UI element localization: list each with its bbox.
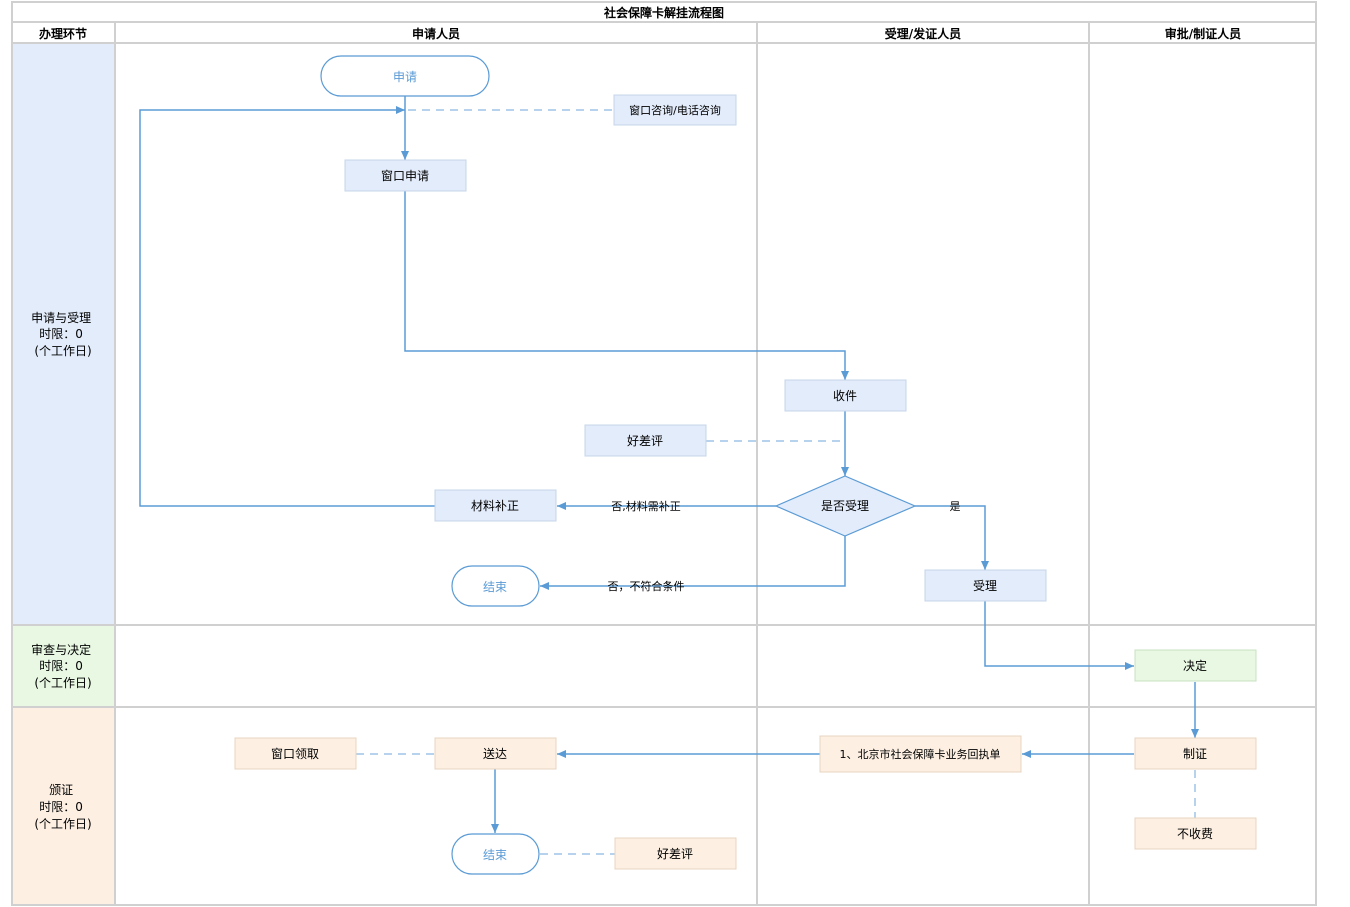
node-decision-label: 是否受理 — [821, 499, 869, 513]
node-accept[interactable]: 受理 — [924, 569, 1047, 602]
node-window-apply-label: 窗口申请 — [381, 169, 429, 183]
phase-apply-unit: (个工作日) — [34, 344, 91, 358]
node-decision[interactable]: 是否受理 — [774, 475, 917, 537]
node-receive[interactable]: 收件 — [784, 379, 907, 412]
column-header-applicant: 申请人员 — [412, 26, 460, 41]
column-header-approver: 审批/制证人员 — [1165, 26, 1241, 41]
node-end2-label: 结束 — [483, 848, 507, 862]
node-rating2[interactable]: 好差评 — [614, 837, 737, 870]
node-receive-label: 收件 — [833, 389, 857, 403]
node-supplement-label: 材料补正 — [471, 499, 519, 513]
phase-issue-time: 时限：0 — [39, 800, 83, 814]
edge-window-apply-to-receive — [404, 191, 849, 380]
phase-apply-label: 申请与受理 时限：0 (个工作日) — [31, 311, 95, 358]
phase-issue-label: 颁证 时限：0 (个工作日) — [34, 782, 91, 831]
node-make-cert-label: 制证 — [1183, 747, 1207, 761]
node-deliver-label: 送达 — [483, 746, 507, 761]
node-window-pickup-label: 窗口领取 — [271, 747, 319, 761]
node-start-label: 申请 — [393, 70, 417, 84]
node-deliver[interactable]: 送达 — [434, 737, 557, 770]
node-receipt[interactable]: 1、北京市社会保障卡业务回执单 — [819, 735, 1022, 773]
edge-label-no-supplement: 否,材料需补正 — [611, 499, 681, 513]
phase-review-unit: (个工作日) — [34, 676, 91, 690]
phase-review-label: 审查与决定 时限：0 (个工作日) — [31, 642, 95, 690]
node-make-cert[interactable]: 制证 — [1134, 737, 1257, 770]
node-rating1-label: 好差评 — [627, 434, 663, 448]
edge-label-yes: 是 — [950, 500, 961, 513]
node-window-pickup[interactable]: 窗口领取 — [234, 737, 357, 770]
node-no-fee[interactable]: 不收费 — [1134, 817, 1257, 850]
node-decide-label: 决定 — [1183, 658, 1207, 673]
node-end2[interactable]: 结束 — [451, 833, 540, 875]
phase-review-time: 时限：0 — [39, 659, 83, 673]
node-end1-label: 结束 — [483, 580, 507, 594]
phase-apply-time: 时限：0 — [39, 327, 83, 341]
edge-supplement-to-start — [139, 106, 435, 507]
phase-review-name: 审查与决定 — [31, 642, 91, 657]
connectors — [139, 96, 1199, 833]
table-frame — [11, 1, 1317, 906]
node-supplement[interactable]: 材料补正 — [434, 489, 557, 522]
phase-apply-bg — [13, 44, 114, 624]
phase-apply-name: 申请与受理 — [31, 311, 91, 325]
phase-issue-bg — [13, 708, 114, 904]
node-receipt-label: 1、北京市社会保障卡业务回执单 — [840, 747, 1001, 761]
node-end1[interactable]: 结束 — [451, 565, 540, 607]
diagram-title: 社会保障卡解挂流程图 — [603, 5, 724, 20]
node-accept-label: 受理 — [973, 579, 997, 593]
node-window-apply[interactable]: 窗口申请 — [344, 159, 467, 192]
node-no-fee-label: 不收费 — [1177, 827, 1213, 841]
node-consult-label: 窗口咨询/电话咨询 — [629, 103, 721, 117]
edge-label-no-reject: 否，不符合条件 — [608, 579, 685, 593]
edge-accept-to-decide — [984, 601, 1134, 670]
edge-decision-to-accept — [915, 505, 989, 570]
node-decide[interactable]: 决定 — [1134, 649, 1257, 682]
column-header-phase: 办理环节 — [39, 26, 87, 41]
edge-decision-to-end — [540, 536, 846, 590]
phase-review-bg — [13, 626, 114, 706]
dashed-associations — [356, 109, 1196, 855]
phase-issue-unit: (个工作日) — [34, 817, 91, 831]
node-consult[interactable]: 窗口咨询/电话咨询 — [613, 94, 737, 126]
node-rating1[interactable]: 好差评 — [584, 424, 707, 457]
node-rating2-label: 好差评 — [657, 847, 693, 861]
phase-issue-name: 颁证 — [49, 782, 73, 797]
column-header-acceptor: 受理/发证人员 — [885, 26, 961, 41]
node-start[interactable]: 申请 — [320, 55, 490, 97]
